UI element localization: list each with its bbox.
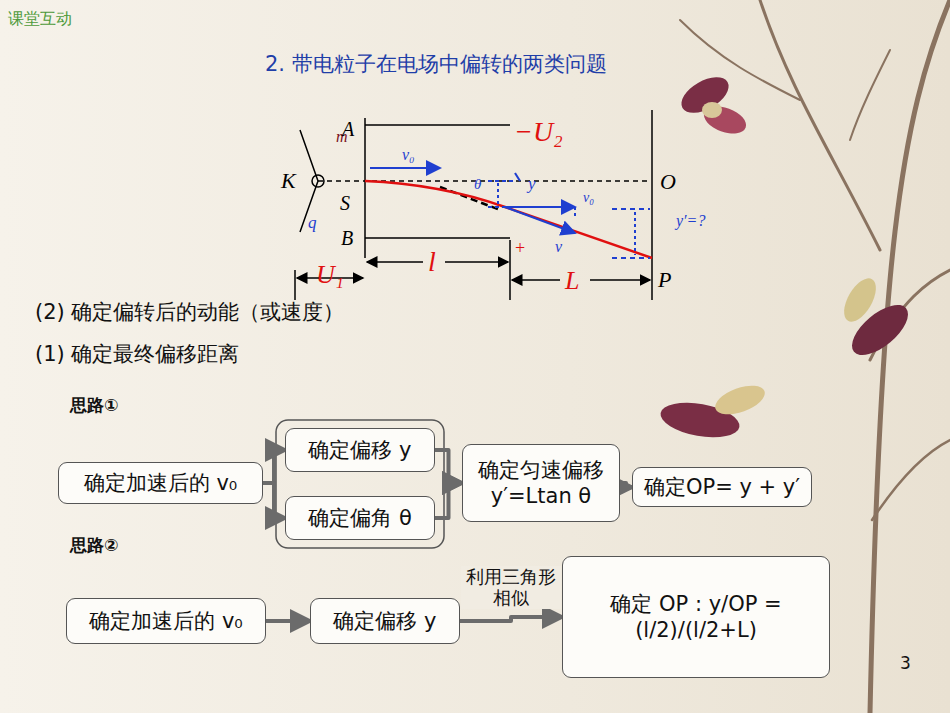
diagram-label: y (528, 174, 536, 194)
diagram-label: L (565, 266, 579, 296)
box-text: 确定偏移 y (333, 608, 436, 634)
flow-arrow (263, 483, 285, 518)
butterfly (838, 273, 917, 364)
note-text: 思路② (70, 536, 118, 556)
process-box: 确定偏移 y (310, 598, 460, 644)
diagram-label: v₀ (402, 146, 415, 164)
box-text: 确定 OP : y/OP = (l/2)/(l/2+L) (573, 591, 819, 644)
box-text: 确定OP= y + y′ (644, 474, 800, 500)
process-box: 确定OP= y + y′ (632, 467, 812, 507)
flow-arrow (266, 619, 310, 623)
butterfly (658, 380, 769, 443)
note-text: (2) 确定偏转后的动能（或速度） (35, 300, 344, 324)
process-box: 确定加速后的 v₀ (66, 598, 266, 644)
flow-arrow (435, 450, 462, 483)
edge-label: 利用三角形相似 (461, 566, 561, 609)
diagram-label: v (555, 238, 562, 256)
flow-arrow (263, 450, 285, 483)
note-text: (1) 确定最终偏移距离 (35, 342, 239, 366)
diagram-label: v₀ (583, 190, 594, 206)
diagram-label: B (341, 227, 353, 250)
diagram-label: + (515, 238, 525, 259)
process-box: 确定匀速偏移y′=Ltan θ (462, 444, 620, 522)
process-box: 确定偏角 θ (285, 496, 435, 540)
process-box: 确定 OP : y/OP = (l/2)/(l/2+L) (562, 556, 830, 678)
box-text: 确定偏移 y (308, 437, 411, 463)
diagram-label: O (660, 169, 676, 194)
diagram-label: A (342, 118, 354, 141)
box-text: 确定加速后的 v₀ (84, 470, 238, 496)
section-tag: 课堂互动 (8, 10, 72, 28)
diagram-label: q (308, 213, 317, 233)
group-bracket (276, 420, 444, 548)
slide-title: 2. 带电粒子在电场中偏转的两类问题 (265, 52, 607, 76)
plate-a (365, 124, 510, 126)
page-number: 3 (900, 654, 911, 674)
plate-b (365, 237, 510, 239)
diagram-label: y′=? (676, 212, 705, 230)
box-text: 确定匀速偏移y′=Ltan θ (473, 457, 609, 510)
diagram-label: l (428, 246, 436, 278)
box-text: 确定加速后的 v₀ (89, 608, 243, 634)
note-text: 思路① (70, 396, 118, 416)
diagram-label: −U₂ (514, 116, 563, 148)
flow-arrow (435, 483, 462, 518)
diagram-label: θ (474, 176, 481, 193)
diagram-label: K (281, 168, 296, 193)
box-text: 确定偏角 θ (308, 505, 412, 531)
process-box: 确定偏移 y (285, 428, 435, 472)
plate-s (364, 118, 366, 258)
screen (651, 110, 653, 300)
diagram-label: U₁ (316, 260, 344, 290)
diagram-label: S (340, 192, 350, 215)
diagram-label: P (658, 267, 671, 292)
flow-arrow (460, 617, 562, 621)
flow-arrow (620, 483, 632, 487)
butterfly (675, 70, 749, 139)
process-box: 确定加速后的 v₀ (58, 462, 263, 504)
